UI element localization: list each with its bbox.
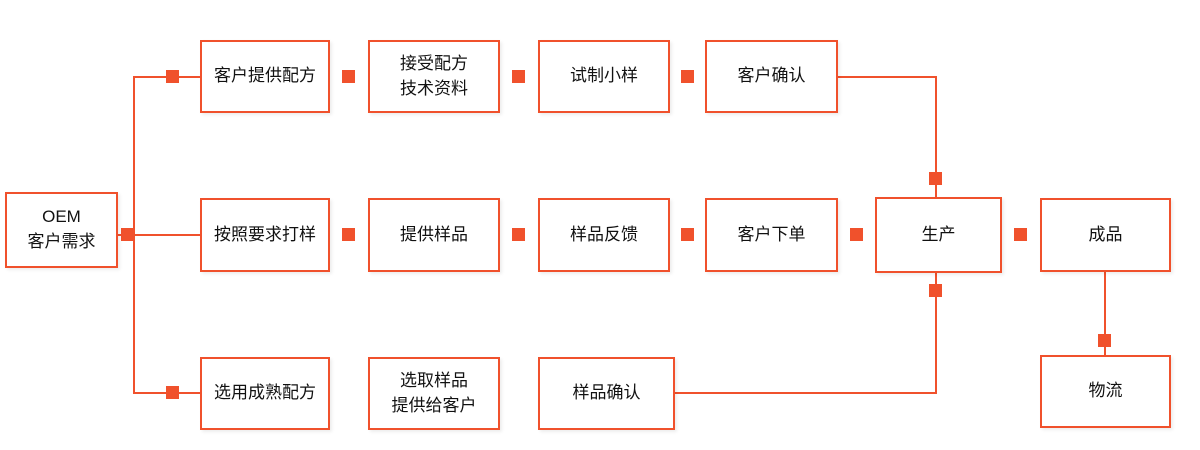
connector-line-oem-to-middle-row [118,234,200,236]
node-label: 按照要求打样 [214,224,316,244]
node-label: 客户确认 [737,66,806,86]
connector-line-finished-to-logistics [1104,272,1106,355]
connector-line-customer-confirm-right [838,76,937,78]
connector-square [512,228,525,241]
node-production: 生产 [875,197,1002,273]
node-label: 试制小样 [570,66,638,86]
node-label: 样品确认 [572,383,641,403]
connector-square [929,172,942,185]
node-label: 物流 [1088,381,1123,401]
connector-square [166,386,179,399]
connector-square [929,284,942,297]
node-sample-confirm: 样品确认 [538,357,675,430]
node-label: 接受配方 技术资料 [400,53,468,98]
node-sample-feedback: 样品反馈 [538,198,670,272]
connector-line-branch-vertical [133,76,135,394]
node-label: 客户下单 [737,224,806,244]
connector-square [1098,334,1111,347]
connector-line-sample-confirm-right [675,392,937,394]
connector-square [342,70,355,83]
node-trial-small-sample: 试制小样 [538,40,670,113]
node-customer-provides-formula: 客户提供配方 [200,40,330,113]
connector-line-down-to-production [935,76,937,197]
node-label: 生产 [921,224,956,244]
node-finished-product: 成品 [1040,198,1171,272]
connector-square [681,228,694,241]
connector-square [121,228,134,241]
node-label: 客户提供配方 [214,66,316,86]
connector-line-up-to-production [935,273,937,394]
connector-square [681,70,694,83]
connector-square [166,70,179,83]
connector-square [1014,228,1027,241]
node-sample-per-requirements: 按照要求打样 [200,198,330,272]
node-accept-formula-tech-data: 接受配方 技术资料 [368,40,500,113]
node-label: 选取样品 提供给客户 [391,370,477,415]
node-customer-order: 客户下单 [705,198,838,272]
node-use-mature-formula: 选用成熟配方 [200,357,330,430]
node-customer-confirm: 客户确认 [705,40,838,113]
node-provide-sample: 提供样品 [368,198,500,272]
node-logistics: 物流 [1040,355,1171,428]
node-label: 提供样品 [400,224,468,244]
node-label: 样品反馈 [570,224,638,244]
connector-square [512,70,525,83]
connector-square [342,228,355,241]
node-label: 选用成熟配方 [214,383,316,403]
node-oem-customer-demand: OEM 客户需求 [5,192,118,268]
node-label: 成品 [1088,224,1123,244]
node-label: OEM 客户需求 [27,207,96,251]
connector-square [850,228,863,241]
node-select-sample-provide-customer: 选取样品 提供给客户 [368,357,500,430]
